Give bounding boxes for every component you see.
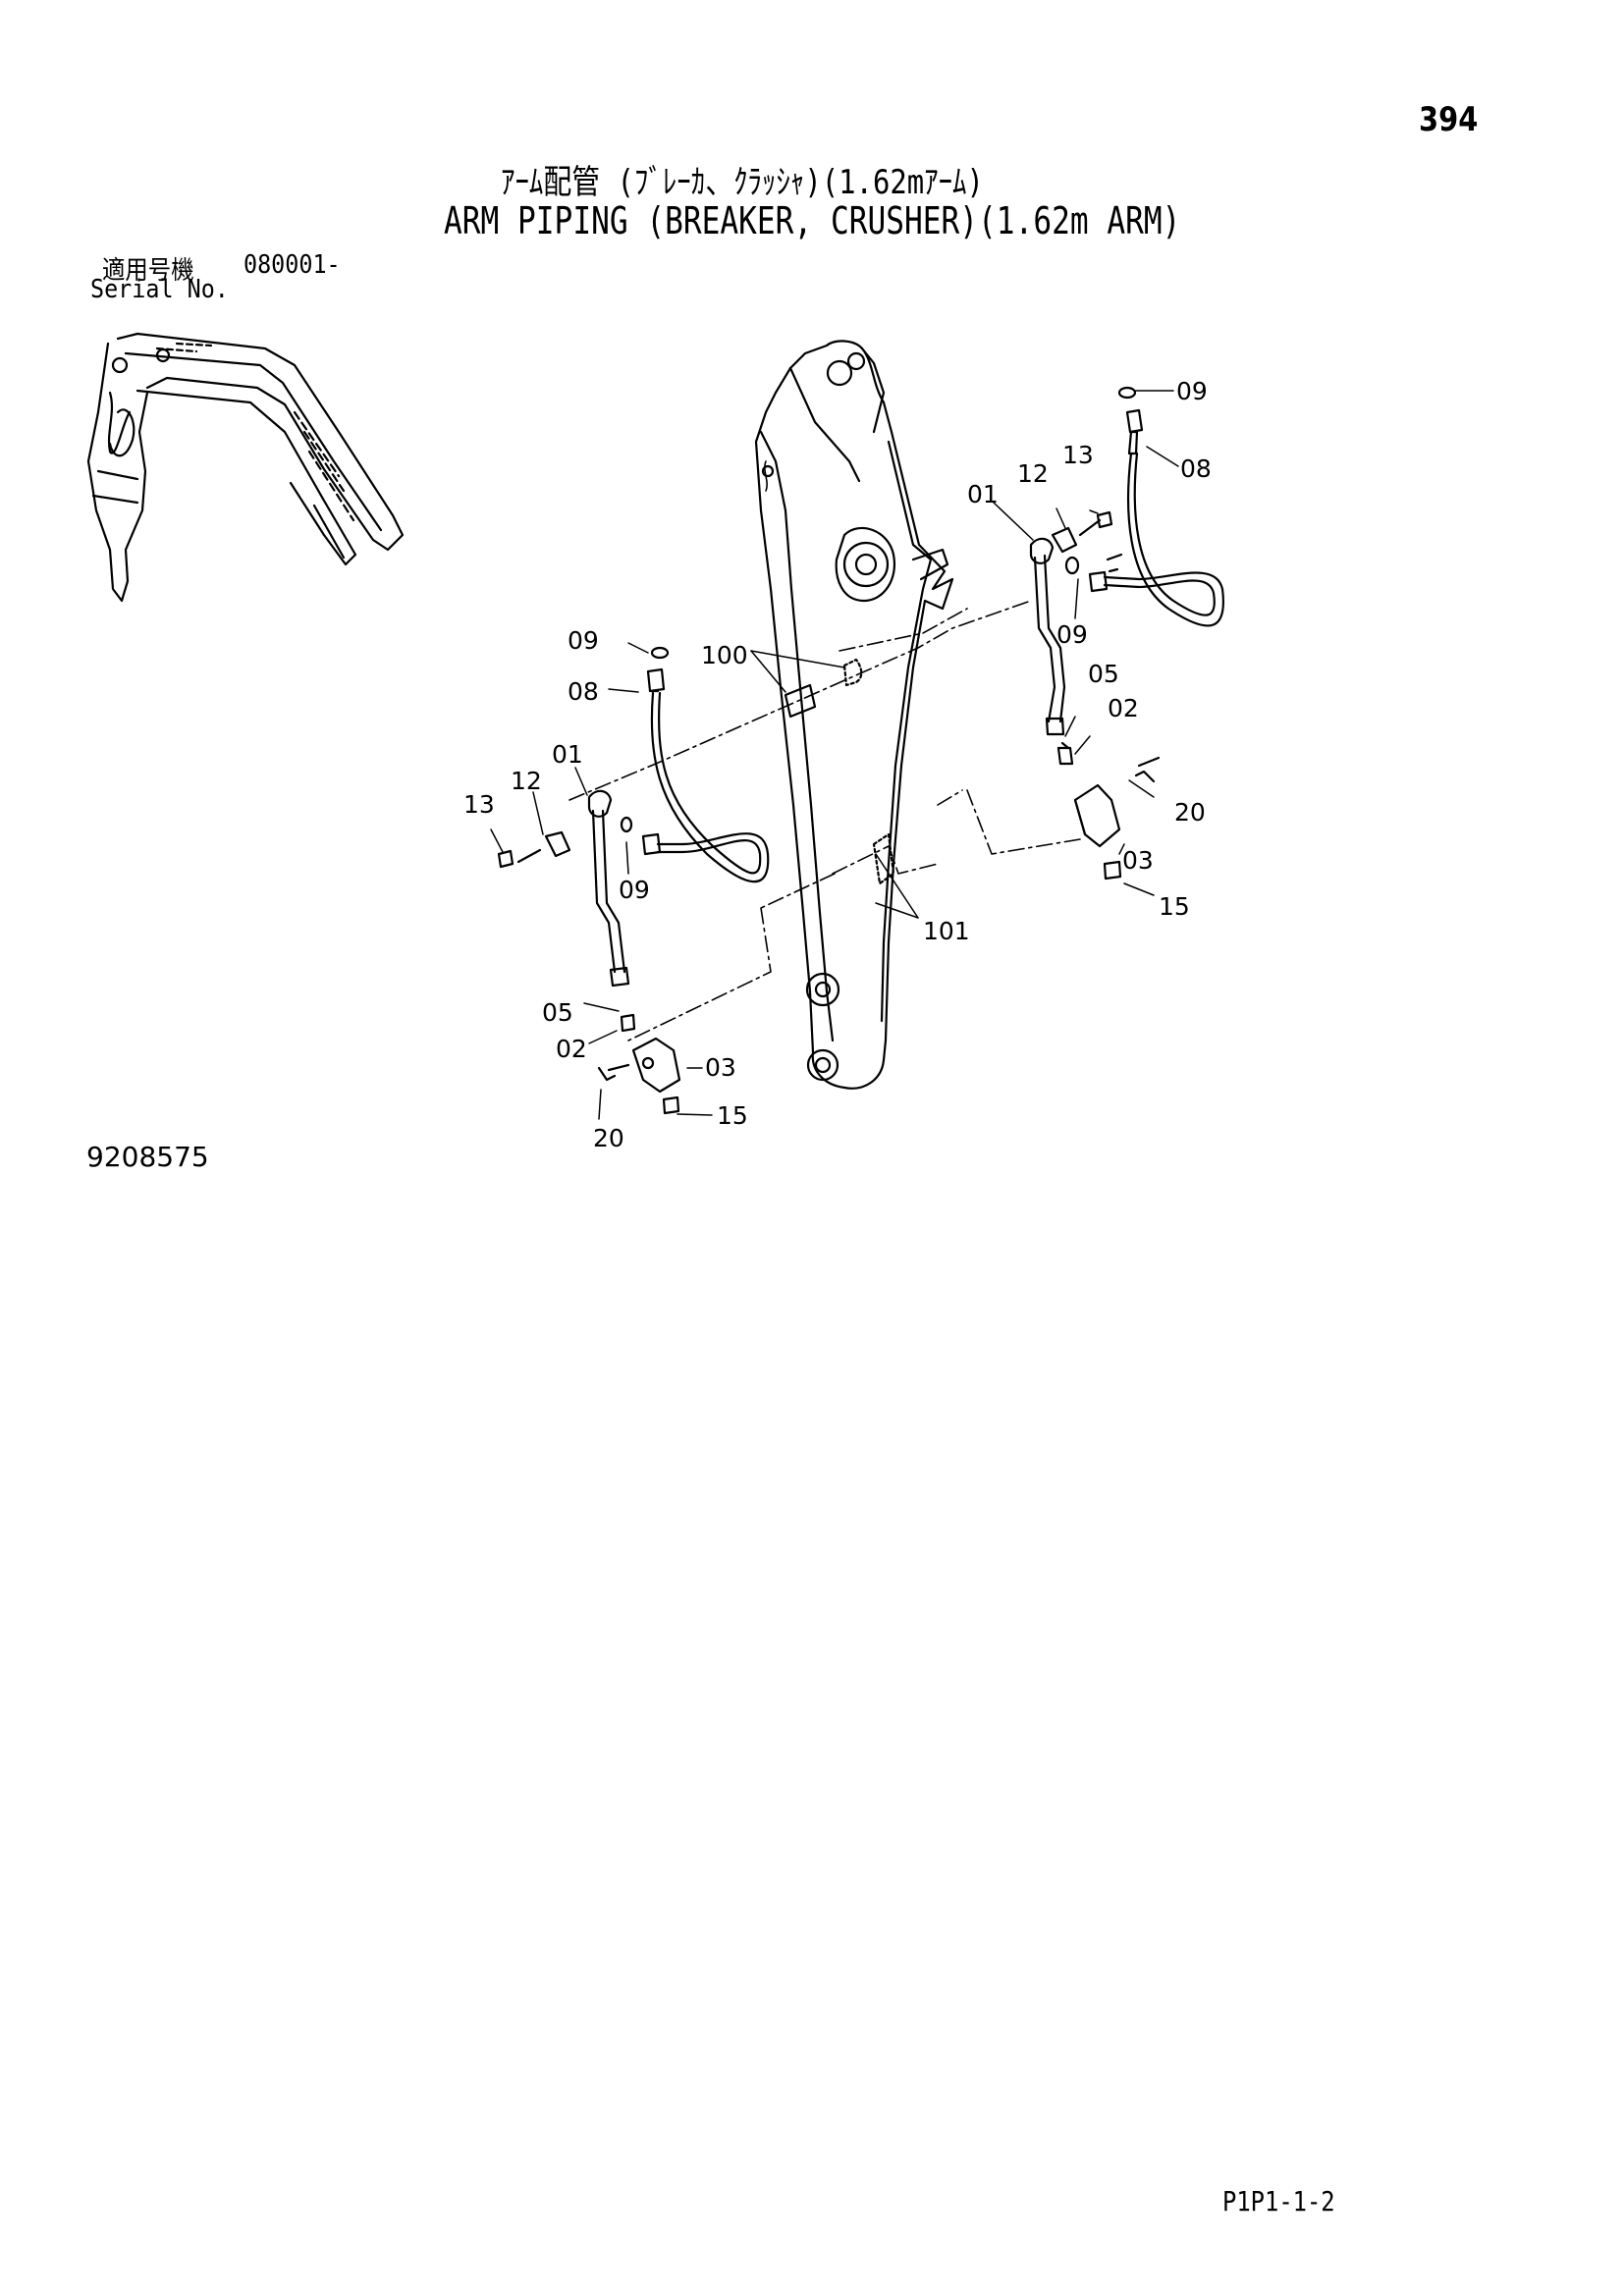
callout-09-left-mid: 09: [619, 876, 650, 904]
callout-13-left: 13: [463, 790, 495, 819]
callout-leader-lines: [490, 390, 1179, 1120]
callout-13-right: 13: [1062, 441, 1094, 469]
left-pipe-assembly: [497, 646, 895, 1115]
callout-labels: 09 08 13 12 01 09 05 02 20 03 15 100 101…: [463, 377, 1212, 1152]
arm-body: [754, 340, 954, 1090]
serial-label-english: Serial No.: [90, 275, 229, 304]
callout-03-right: 03: [1122, 846, 1154, 875]
callout-15-right: 15: [1159, 892, 1190, 921]
callout-12-right: 12: [1017, 459, 1049, 488]
page-title-english: ARM PIPING (BREAKER, CRUSHER)(1.62m ARM): [444, 199, 1181, 242]
callout-03-left: 03: [705, 1053, 736, 1082]
callout-100: 100: [701, 641, 748, 669]
callout-08-top: 08: [1180, 454, 1212, 483]
serial-number-value: 080001-: [244, 250, 341, 280]
callout-05-right: 05: [1088, 660, 1119, 688]
drawing-number: 9208575: [86, 1141, 209, 1173]
callout-08-left: 08: [568, 677, 599, 706]
callout-09-right-mid: 09: [1056, 620, 1088, 649]
callout-09-left-top: 09: [568, 626, 599, 655]
page-title-japanese: ｱｰﾑ配管 (ﾌﾞﾚｰｶ、ｸﾗｯｼｬ)(1.62mｱｰﾑ): [501, 163, 984, 202]
assembly-centerlines: [568, 600, 1081, 1041]
page-number: 394: [1419, 100, 1479, 139]
callout-05-left: 05: [542, 998, 573, 1027]
callout-20-right: 20: [1174, 798, 1206, 827]
serial-label-japanese: 適用号機: [102, 256, 194, 286]
callout-101: 101: [923, 917, 970, 945]
callout-20-left: 20: [593, 1124, 624, 1152]
machine-thumbnail: [86, 332, 405, 603]
arm-piping-exploded-diagram: 09 08 13 12 01 09 05 02 20 03 15 100 101…: [86, 332, 1224, 1152]
callout-01-right: 01: [967, 480, 999, 508]
callout-02-left: 02: [556, 1035, 587, 1063]
callout-02-right: 02: [1108, 694, 1139, 722]
callout-12-left: 12: [511, 767, 542, 795]
right-pipe-assembly: [1029, 386, 1224, 881]
callout-09-top: 09: [1176, 377, 1208, 405]
callout-01-left: 01: [552, 740, 583, 769]
callout-15-left: 15: [717, 1101, 748, 1130]
page-code: P1P1-1-2: [1222, 2185, 1335, 2217]
